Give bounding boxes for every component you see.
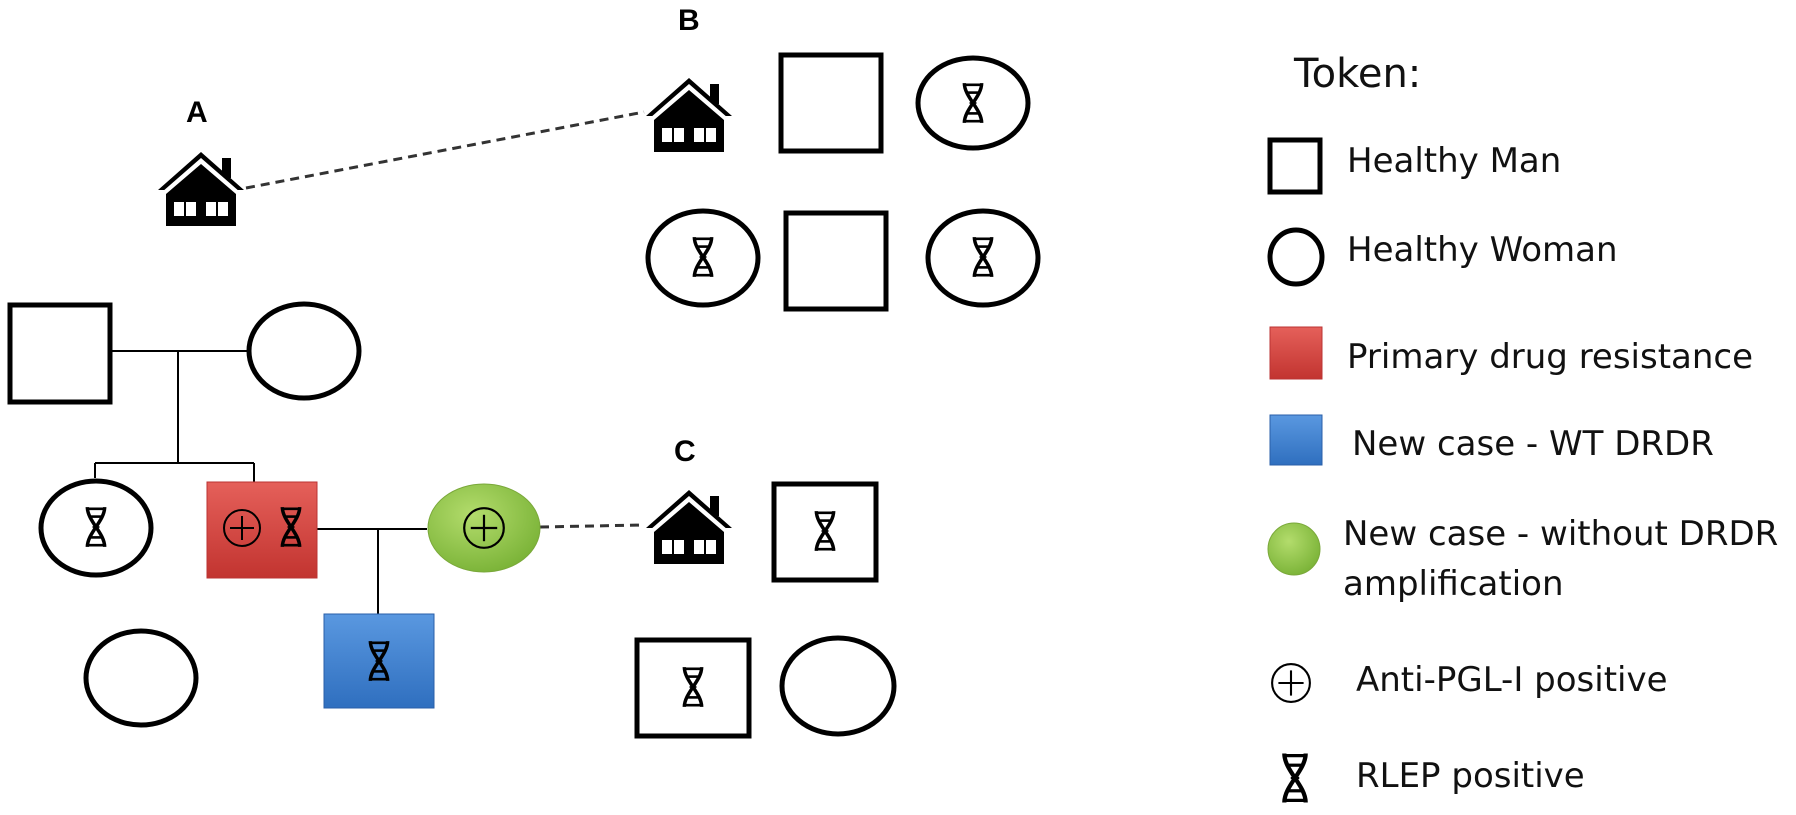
dashed-link-a-b <box>245 110 645 190</box>
a-son-primary-drug-resistance <box>206 481 318 579</box>
label-b: B <box>678 4 700 37</box>
house-icon-c <box>645 489 733 565</box>
house-icon-a <box>157 151 245 227</box>
legend-healthy-woman: Healthy Woman <box>1347 230 1618 270</box>
legend-healthy-man: Healthy Man <box>1347 141 1561 181</box>
c-healthy-woman <box>779 635 897 737</box>
dashed-link-c <box>539 523 645 529</box>
legend-primary-drug-resistance: Primary drug resistance <box>1347 337 1753 377</box>
plus-circle-icon <box>1271 663 1311 703</box>
a-father <box>7 302 113 405</box>
house-icon-b <box>645 77 733 153</box>
legend-new-case-without-line2: amplification <box>1343 564 1564 604</box>
b-healthy-man-1 <box>778 52 884 154</box>
legend-title: Token: <box>1293 51 1421 97</box>
a-grandson-new-case-wt <box>323 613 435 709</box>
a-healthy-woman <box>83 628 199 728</box>
b-healthy-man-2 <box>783 210 889 312</box>
legend-new-case-without-line1: New case - without DRDR <box>1343 514 1778 554</box>
pedigree-lines <box>94 350 427 614</box>
legend-swatch-new-case-without-drdr <box>1267 522 1321 576</box>
dna-icon <box>1283 753 1306 802</box>
legend: Token: Healthy Man Healthy Woman Primary… <box>1267 51 1778 803</box>
legend-swatch-healthy-woman <box>1267 227 1325 287</box>
a-mother <box>246 301 362 401</box>
legend-new-case-wt: New case - WT DRDR <box>1352 424 1714 464</box>
legend-swatch-new-case-wt <box>1269 414 1323 466</box>
legend-anti-pgl: Anti-PGL-I positive <box>1356 660 1668 700</box>
legend-rlep: RLEP positive <box>1356 756 1585 796</box>
legend-swatch-primary-drug-resistance <box>1269 326 1323 380</box>
label-c: C <box>674 435 696 468</box>
label-a: A <box>186 96 208 129</box>
legend-swatch-healthy-man <box>1267 137 1323 195</box>
